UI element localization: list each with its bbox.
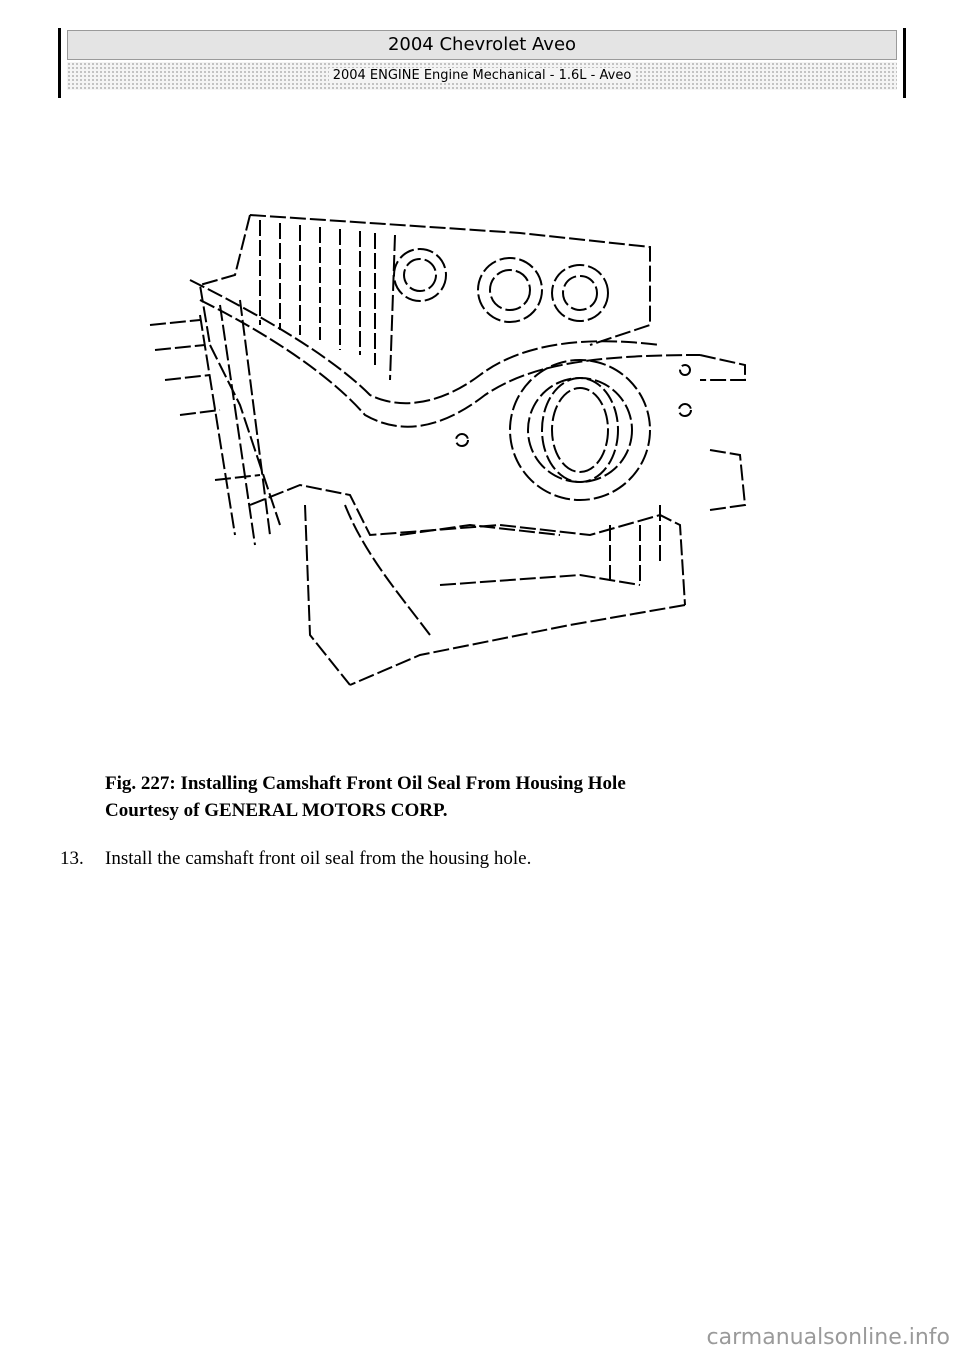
step-number: 13.: [60, 848, 84, 869]
watermark: carmanualsonline.info: [706, 1325, 950, 1350]
document-subtitle-text: 2004 ENGINE Engine Mechanical - 1.6L - A…: [328, 68, 636, 83]
caption-credit: Courtesy of GENERAL MOTORS CORP.: [105, 800, 448, 821]
figure-caption: Fig. 227: Installing Camshaft Front Oil …: [105, 770, 805, 824]
engine-block-illustration: [149, 214, 747, 686]
document-title: 2004 Chevrolet Aveo: [67, 30, 897, 60]
procedure-step: 13. Install the camshaft front oil seal f…: [60, 845, 860, 872]
page-header: 2004 Chevrolet Aveo 2004 ENGINE Engine M…: [58, 28, 906, 98]
document-subtitle: 2004 ENGINE Engine Mechanical - 1.6L - A…: [67, 62, 897, 90]
caption-title: Fig. 227: Installing Camshaft Front Oil …: [105, 773, 626, 794]
step-text: Install the camshaft front oil seal from…: [105, 848, 532, 869]
